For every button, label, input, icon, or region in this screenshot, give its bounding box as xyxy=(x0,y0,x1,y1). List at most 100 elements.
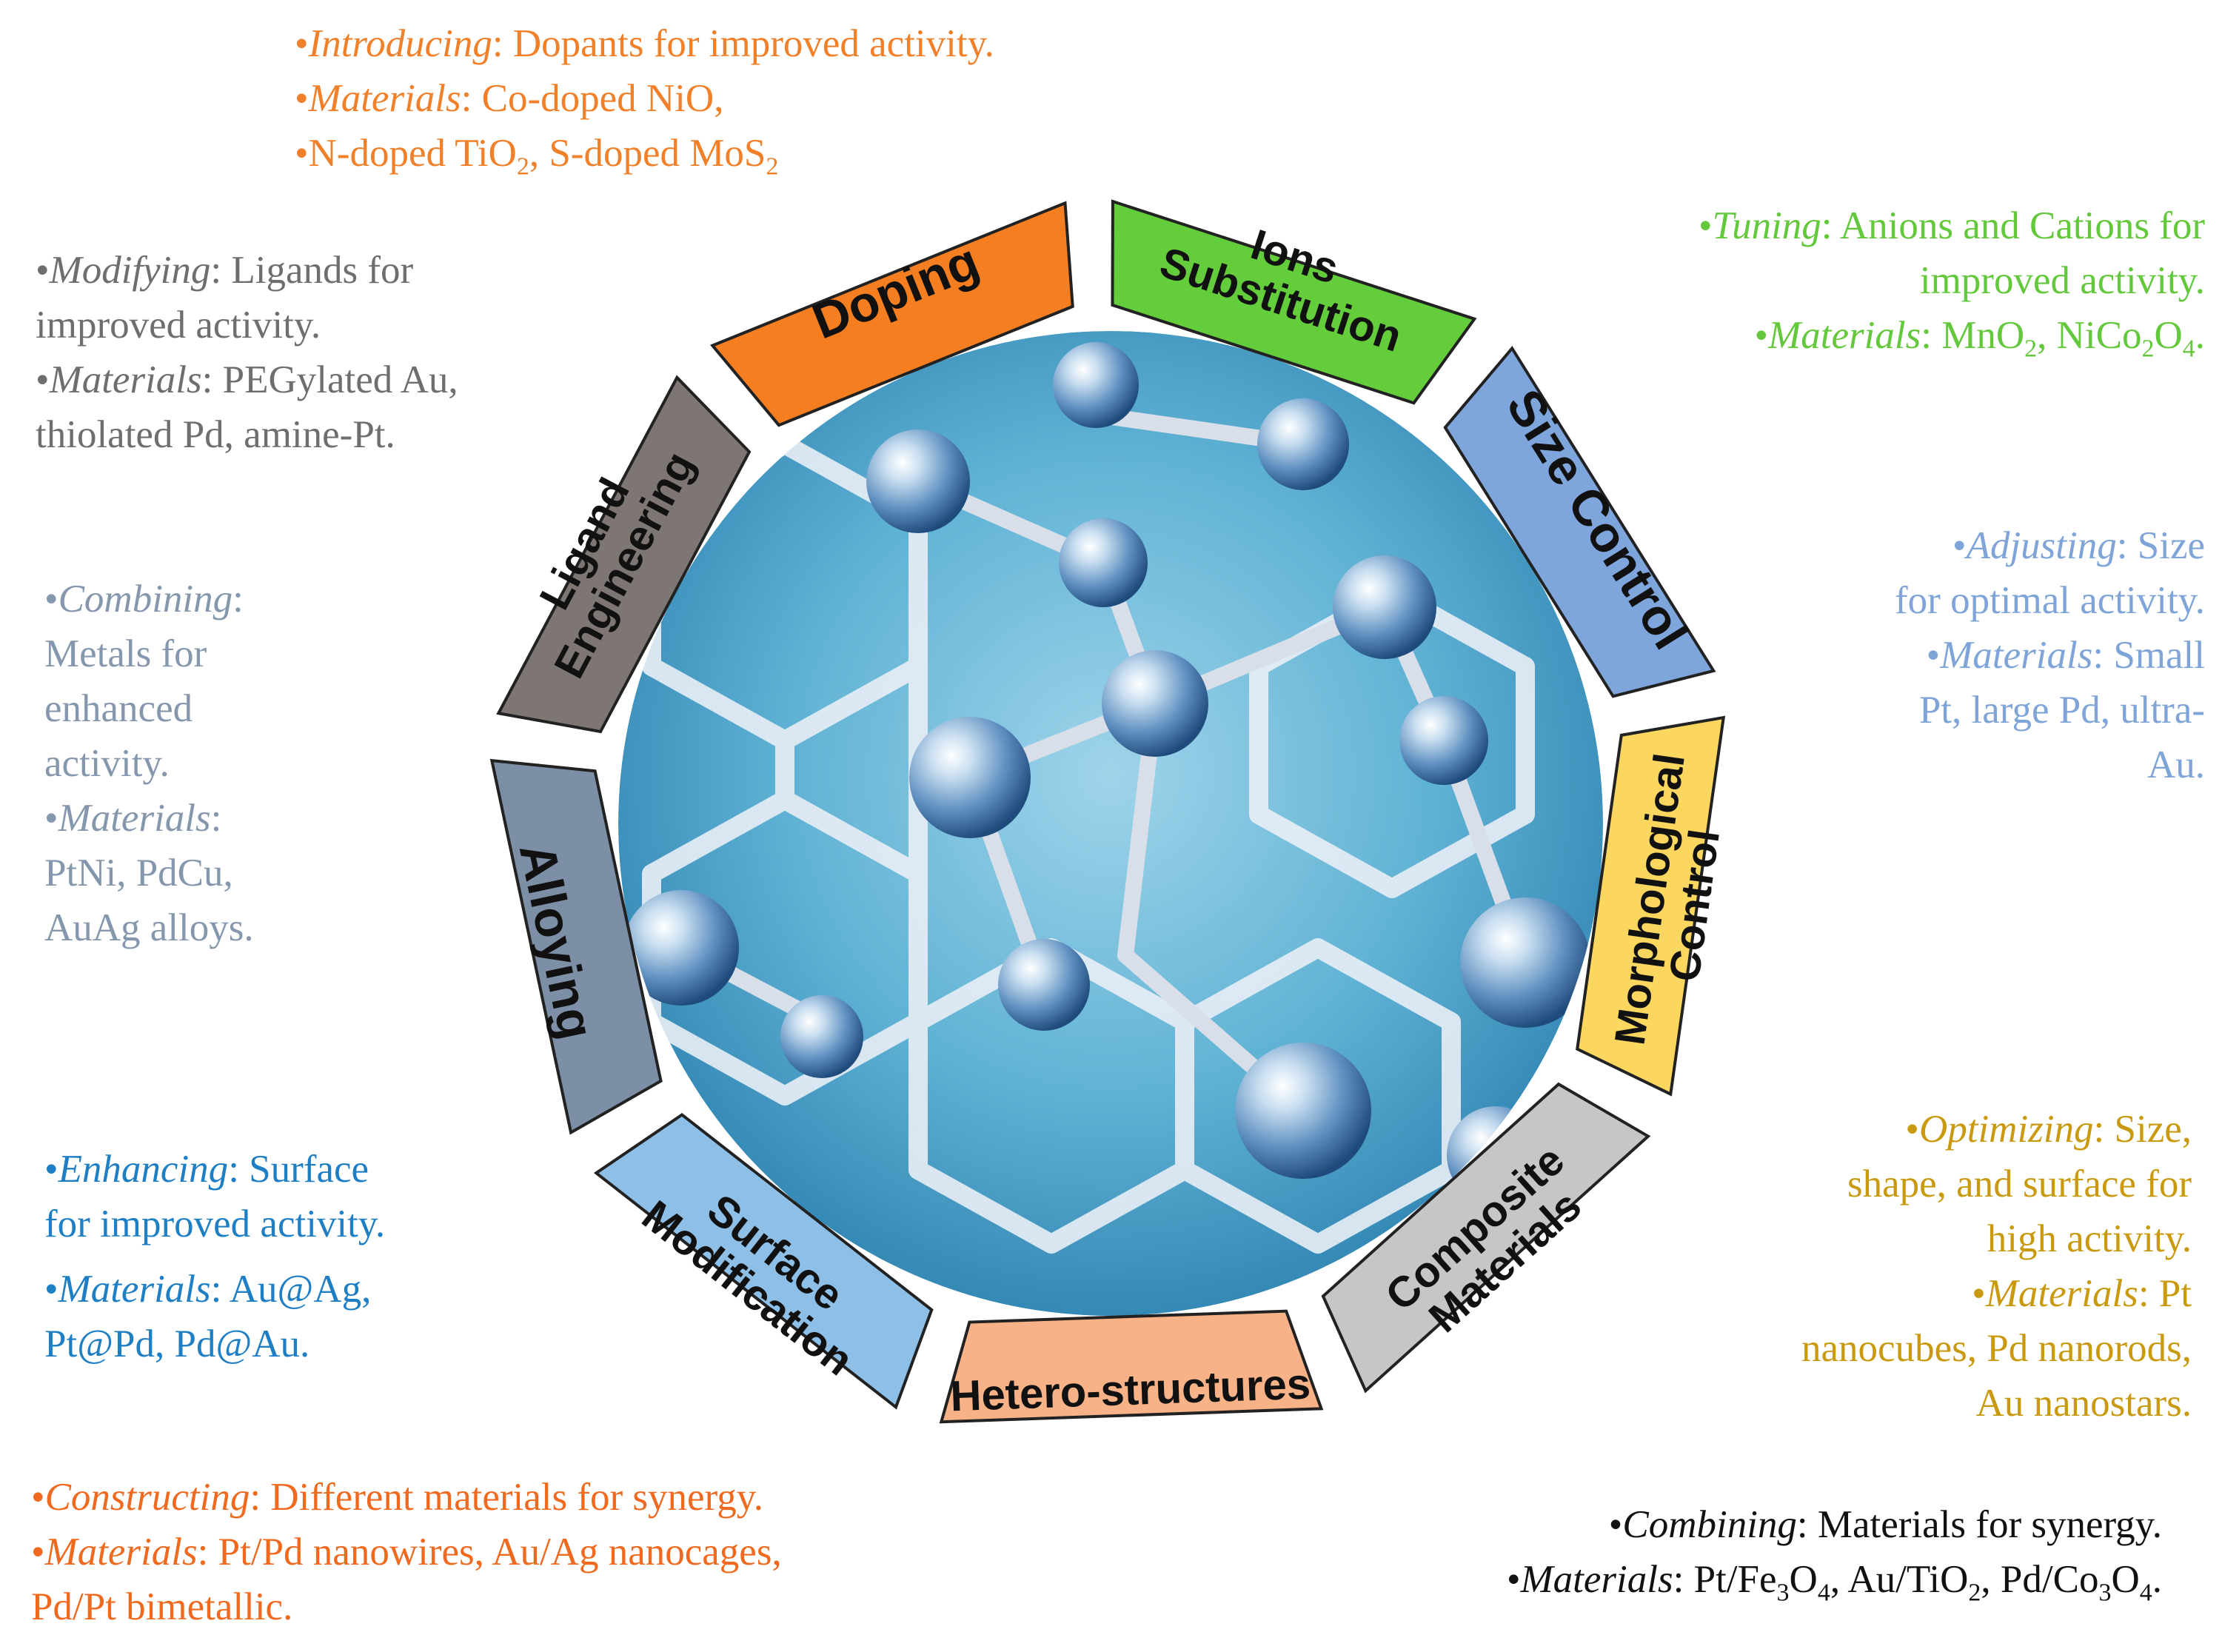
hetero-line-2: •Materials: Pt/Pd nanowires, Au/Ag nanoc… xyxy=(31,1531,782,1574)
ligand-text-2: : PEGylated Au, xyxy=(201,358,458,401)
morph-line-1: •Optimizing: Size, xyxy=(1905,1108,2192,1151)
alloy-line-1d: activity. xyxy=(44,742,170,785)
composite-key-2: Materials xyxy=(1520,1558,1673,1601)
composite-line-2: •Materials: Pt/Fe3O4, Au/TiO2, Pd/Co3O4. xyxy=(1506,1558,2162,1607)
size-line-1: •Adjusting: Size xyxy=(1952,524,2205,567)
ions-sub-2: 2 xyxy=(2141,335,2155,363)
composite-sub-3: 2 xyxy=(1968,1579,1981,1607)
size-line-1b: for optimal activity. xyxy=(1895,579,2205,622)
alloy-key-1: Combining xyxy=(58,578,233,621)
note-hetero-structures: •Constructing: Different materials for s… xyxy=(31,1470,964,1634)
segment-doping xyxy=(710,201,1074,427)
segment-surface-modification xyxy=(593,1112,934,1410)
ions-line-2: •Materials: MnO2, NiCo2O4. xyxy=(1754,314,2205,363)
morph-line-1c: high activity. xyxy=(1987,1217,2192,1260)
ions-text-2a: : MnO xyxy=(1921,314,2025,357)
hetero-key-2: Materials xyxy=(44,1531,198,1574)
doping-line-1: •Introducing: Dopants for improved activ… xyxy=(295,22,994,65)
composite-sub-2: 4 xyxy=(1817,1579,1830,1607)
doping-sub-1: 2 xyxy=(516,153,529,181)
ions-line-1b: improved activity. xyxy=(1919,259,2205,302)
alloy-text-1: : xyxy=(232,578,244,621)
surface-text-2: : Au@Ag, xyxy=(210,1268,372,1311)
doping-line-3: •N-doped TiO2, S-doped MoS2 xyxy=(295,132,779,181)
ions-text-1: : Anions and Cations for xyxy=(1821,204,2205,247)
ligand-text-1: : Ligands for xyxy=(210,249,414,292)
composite-key-1: Combining xyxy=(1622,1503,1797,1546)
ions-key-1: Tuning xyxy=(1712,204,1821,247)
composite-text-2b: O xyxy=(1789,1558,1818,1601)
note-composite-materials: •Combining: Materials for synergy. •Mate… xyxy=(1259,1497,2162,1607)
segment-size-control xyxy=(1443,346,1716,698)
ions-line-1: •Tuning: Anions and Cations for xyxy=(1698,204,2205,247)
ions-sub-3: 4 xyxy=(2182,335,2195,363)
ions-text-2d: . xyxy=(2195,314,2205,357)
note-size-control: •Adjusting: Size for optimal activity. •… xyxy=(1807,518,2205,792)
composite-sub-5: 4 xyxy=(2139,1579,2152,1607)
alloy-line-2b: PtNi, PdCu, xyxy=(44,852,233,894)
size-line-2c: Au. xyxy=(2146,743,2205,786)
morph-line-2c: Au nanostars. xyxy=(1975,1382,2192,1425)
alloy-line-1: •Combining: xyxy=(44,578,244,621)
note-doping: •Introducing: Dopants for improved activ… xyxy=(295,16,1183,181)
ligand-line-1: •Modifying: Ligands for xyxy=(36,249,414,292)
segment-composite-materials xyxy=(1321,1082,1651,1394)
surface-line-2b: Pt@Pd, Pd@Au. xyxy=(44,1322,310,1365)
hetero-text-2: : Pt/Pd nanowires, Au/Ag nanocages, xyxy=(197,1531,782,1574)
morph-line-1b: shape, and surface for xyxy=(1847,1163,2192,1205)
note-ligand-engineering: •Modifying: Ligands for improved activit… xyxy=(36,243,569,462)
segment-hetero-structures xyxy=(939,1309,1324,1424)
molecular-illustration xyxy=(618,331,1603,1316)
composite-sub-4: 3 xyxy=(2098,1579,2112,1607)
doping-key-2: Materials xyxy=(308,77,461,120)
morph-text-2: : Pt xyxy=(2138,1272,2192,1315)
size-text-2: : Small xyxy=(2092,634,2205,677)
doping-key-1: Introducing xyxy=(308,22,492,65)
ligand-line-1b: improved activity. xyxy=(36,304,321,347)
composite-text-1: : Materials for synergy. xyxy=(1796,1503,2162,1546)
hetero-key-1: Constructing xyxy=(44,1476,250,1519)
composite-line-1: •Combining: Materials for synergy. xyxy=(1608,1503,2162,1546)
note-morphological-control: •Optimizing: Size, shape, and surface fo… xyxy=(1696,1102,2192,1431)
molecule-atoms xyxy=(623,342,1590,1204)
doping-text-1: : Dopants for improved activity. xyxy=(492,22,994,65)
ions-key-2: Materials xyxy=(1768,314,1921,357)
morph-key-2: Materials xyxy=(1985,1272,2138,1315)
morph-key-1: Optimizing xyxy=(1918,1108,2094,1151)
composite-sub-1: 3 xyxy=(1776,1579,1790,1607)
ligand-key-2: Materials xyxy=(49,358,202,401)
alloy-line-2: •Materials: xyxy=(44,797,222,840)
hetero-text-1: : Different materials for synergy. xyxy=(250,1476,764,1519)
segment-ions-substitution xyxy=(1111,199,1477,405)
surface-key-1: Enhancing xyxy=(58,1148,229,1191)
alloy-line-1b: Metals for xyxy=(44,632,207,675)
morph-line-2: •Materials: Pt xyxy=(1972,1272,2192,1315)
note-ions-substitution: •Tuning: Anions and Cations for improved… xyxy=(1518,198,2205,363)
ions-text-2b: , NiCo xyxy=(2037,314,2142,357)
surface-text-1: : Surface xyxy=(228,1148,369,1191)
doping-text-3b: , S-doped MoS xyxy=(529,132,766,175)
size-key-1: Adjusting xyxy=(1966,524,2117,567)
ions-text-2c: O xyxy=(2154,314,2183,357)
note-alloying: •Combining: Metals for enhanced activity… xyxy=(44,572,341,955)
note-surface-modification: •Enhancing: Surface for improved activit… xyxy=(44,1142,489,1371)
size-line-2b: Pt, large Pd, ultra- xyxy=(1918,689,2205,732)
composite-text-2d: , Pd/Co xyxy=(1981,1558,2099,1601)
doping-text-2: : Co-doped NiO, xyxy=(461,77,724,120)
surface-line-1b: for improved activity. xyxy=(44,1203,386,1245)
segment-alloying xyxy=(489,758,663,1135)
segment-ligand-engineering xyxy=(496,375,752,734)
size-text-1: : Size xyxy=(2116,524,2205,567)
size-line-2: •Materials: Small xyxy=(1926,634,2205,677)
composite-text-2e: O xyxy=(2111,1558,2140,1601)
segment-morphological-control xyxy=(1576,715,1726,1097)
alloy-text-2: : xyxy=(210,797,222,840)
ions-sub-1: 2 xyxy=(2024,335,2038,363)
alloy-line-1c: enhanced xyxy=(44,687,193,730)
morph-line-2b: nanocubes, Pd nanorods, xyxy=(1801,1327,2192,1370)
hetero-line-1: •Constructing: Different materials for s… xyxy=(31,1476,764,1519)
doping-sub-2: 2 xyxy=(766,153,779,181)
alloy-key-2: Materials xyxy=(58,797,211,840)
composite-text-2f: . xyxy=(2152,1558,2162,1601)
surface-line-2: •Materials: Au@Ag, xyxy=(44,1268,372,1311)
